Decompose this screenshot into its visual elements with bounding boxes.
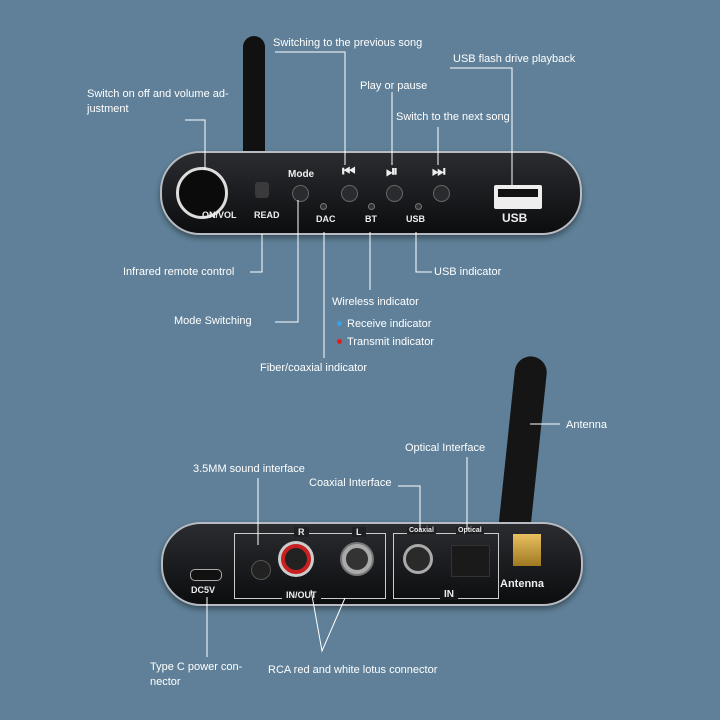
callout-infrared: Infrared remote control	[123, 266, 235, 278]
in-label: IN	[440, 589, 458, 600]
receive-dot	[337, 321, 342, 326]
rear-panel: DC5V R L IN/OUT Coaxial Optical IN Anten…	[161, 522, 583, 606]
usb-led-label: USB	[406, 214, 426, 224]
callout-rca: RCA red and white lotus connector	[268, 664, 438, 676]
callout-usb-indicator: USB indicator	[434, 266, 502, 278]
callout-previous: Switching to the previous song	[273, 37, 423, 49]
mode-button[interactable]	[292, 185, 309, 202]
callout-transmit: Transmit indicator	[347, 336, 435, 348]
antenna-label: Antenna	[500, 578, 544, 590]
coaxial-label: Coaxial	[407, 527, 436, 534]
ir-receiver	[255, 182, 269, 198]
callout-coaxial: Coaxial Interface	[309, 477, 392, 489]
callout-next: Switch to the next song	[396, 111, 510, 123]
usb-port[interactable]	[494, 185, 542, 209]
r-label: R	[294, 527, 309, 537]
dac-label: DAC	[316, 214, 336, 224]
transmit-dot	[337, 339, 342, 344]
prev-icon: ⏮	[342, 163, 356, 180]
bt-led	[368, 203, 375, 210]
bt-label: BT	[365, 214, 377, 224]
next-button[interactable]	[433, 185, 450, 202]
aux-jack[interactable]	[251, 560, 271, 580]
callout-switch-volume: Switch on off and volume ad- justment	[87, 88, 229, 115]
callout-antenna: Antenna	[566, 419, 607, 431]
play-pause-icon: ⏯	[386, 163, 399, 180]
knob-label: ON/VOL	[202, 210, 237, 220]
dc5v-label: DC5V	[191, 585, 216, 595]
inout-label: IN/OUT	[282, 590, 321, 600]
mode-label: Mode	[288, 169, 315, 180]
callout-usb-playback: USB flash drive playback	[453, 53, 576, 65]
usb-led	[415, 203, 422, 210]
rca-red[interactable]	[281, 544, 311, 574]
coaxial-jack[interactable]	[403, 544, 433, 574]
front-panel: ON/VOL READ Mode ⏮ ⏯ ⏭ DAC BT USB USB	[160, 151, 582, 235]
callout-typec: Type C power con- nector	[150, 661, 243, 688]
usb-port-label: USB	[502, 211, 528, 225]
prev-button[interactable]	[341, 185, 358, 202]
antenna-top	[243, 36, 265, 156]
callout-play-pause: Play or pause	[360, 80, 428, 92]
callout-sound: 3.5MM sound interface	[193, 463, 305, 475]
optical-port[interactable]	[451, 545, 490, 577]
read-label: READ	[254, 210, 280, 220]
optical-label: Optical	[456, 527, 484, 534]
callout-receive: Receive indicator	[347, 318, 432, 330]
callout-optical: Optical Interface	[405, 442, 486, 454]
antenna-connector	[513, 534, 541, 566]
callout-mode: Mode Switching	[174, 315, 252, 327]
type-c-port[interactable]	[190, 569, 222, 581]
antenna-bottom	[497, 354, 549, 538]
rca-white[interactable]	[342, 544, 372, 574]
callout-fiber: Fiber/coaxial indicator	[260, 362, 367, 374]
callout-wireless: Wireless indicator	[332, 296, 419, 308]
next-icon: ⏭	[432, 163, 446, 180]
play-pause-button[interactable]	[386, 185, 403, 202]
l-label: L	[352, 527, 366, 537]
dac-led	[320, 203, 327, 210]
